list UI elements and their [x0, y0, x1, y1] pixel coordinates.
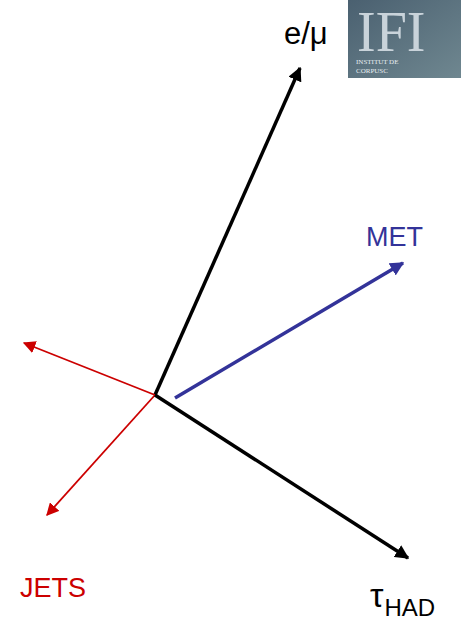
particle-label: JETS — [20, 575, 86, 602]
logo-text: INSTITUT DE — [356, 59, 398, 66]
met-arrow — [175, 263, 403, 398]
particle-label: τ — [370, 578, 383, 612]
jet-arrow — [47, 395, 155, 515]
logo-letters: IFI — [357, 4, 425, 60]
particle-label: e/μ — [284, 18, 328, 49]
jet-arrow — [24, 343, 155, 395]
lepton-arrow — [155, 68, 300, 395]
particle-subscript: HAD — [384, 596, 435, 620]
logo-text: CORPUSC — [356, 68, 388, 75]
particle-label: MET — [366, 224, 423, 251]
tau-arrow — [155, 395, 408, 558]
logo-ground — [348, 0, 461, 78]
